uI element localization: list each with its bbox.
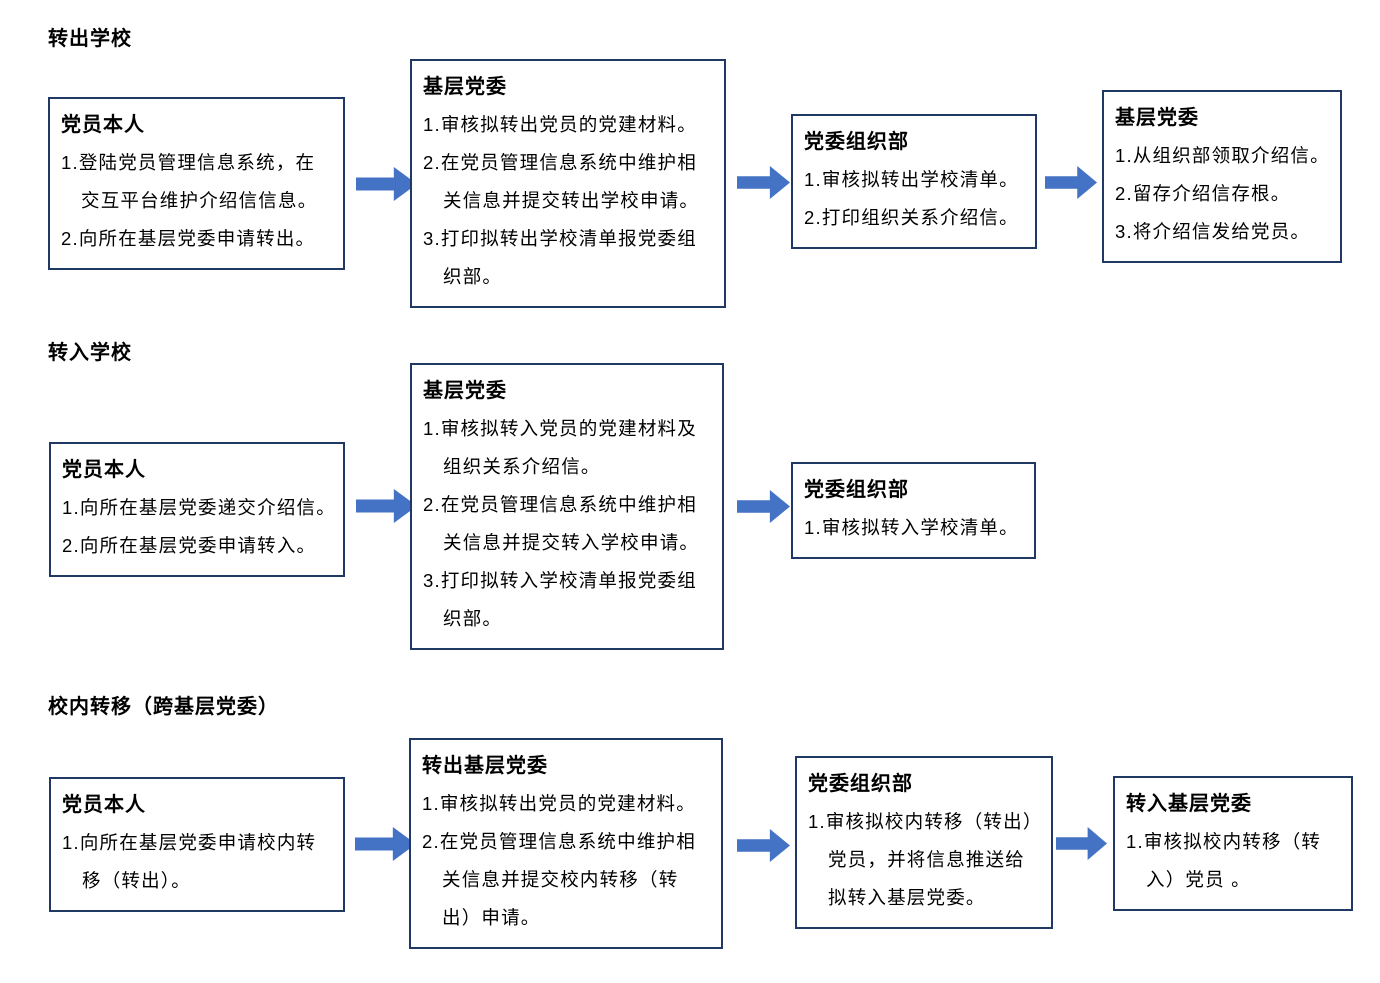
box-heading: 转出基层党委 [422,755,548,777]
box-heading: 党委组织部 [804,131,909,153]
arrow-right-icon [356,167,417,201]
box-item: 1.审核拟转出党员的党建材料。 [423,114,697,135]
box-heading: 转入基层党委 [1126,793,1252,815]
box-item: 1.登陆党员管理信息系统，在 交互平台维护介绍信信息。 [61,152,318,211]
box-heading: 党委组织部 [808,773,913,795]
arrow-right-icon [355,827,416,861]
section-title-internal-transfer: 校内转移（跨基层党委） [48,696,279,718]
box-r3-incoming-grassroots-committee: 转入基层党委 1.审核拟校内转移（转 入）党员 。 [1113,776,1353,911]
box-item: 3.将介绍信发给党员。 [1115,221,1311,242]
arrow-right-icon [737,490,790,523]
arrow-right-icon [356,489,417,523]
arrow-right-icon [1045,166,1097,199]
box-r3-party-member: 党员本人 1.向所在基层党委申请校内转 移（转出）。 [49,777,345,912]
section-title-transfer-out: 转出学校 [48,28,132,50]
box-item: 1.向所在基层党委递交介绍信。 [62,497,336,518]
box-r3-outgoing-grassroots-committee: 转出基层党委 1.审核拟转出党员的党建材料。 2.在党员管理信息系统中维护相 关… [409,738,723,949]
box-r2-party-member: 党员本人 1.向所在基层党委递交介绍信。 2.向所在基层党委申请转入。 [49,442,345,577]
box-item: 2.留存介绍信存根。 [1115,183,1291,204]
box-item: 3.打印拟转入学校清单报党委组 织部。 [423,570,697,629]
arrow-right-icon [1056,827,1107,860]
box-r2-org-department: 党委组织部 1.审核拟转入学校清单。 [791,462,1036,559]
box-item: 2.在党员管理信息系统中维护相 关信息并提交校内转移（转 出）申请。 [422,831,696,928]
box-heading: 党员本人 [61,114,145,136]
box-item: 2.向所在基层党委申请转出。 [61,228,316,249]
box-item: 1.审核拟转出党员的党建材料。 [422,793,696,814]
box-heading: 党员本人 [62,794,146,816]
box-heading: 党委组织部 [804,479,909,501]
box-item: 1.审核拟转出学校清单。 [804,169,1019,190]
box-item: 2.在党员管理信息系统中维护相 关信息并提交转入学校申请。 [423,494,700,553]
arrow-right-icon [737,829,790,862]
box-item: 3.打印拟转出学校清单报党委组 织部。 [423,228,697,287]
box-heading: 党员本人 [62,459,146,481]
box-r1-party-member: 党员本人 1.登陆党员管理信息系统，在 交互平台维护介绍信信息。 2.向所在基层… [48,97,345,270]
box-item: 1.审核拟转入学校清单。 [804,517,1019,538]
box-heading: 基层党委 [423,76,507,98]
box-item: 1.审核拟转入党员的党建材料及 组织关系介绍信。 [423,418,697,477]
box-item: 1.从组织部领取介绍信。 [1115,145,1330,166]
box-r1-grassroots-committee: 基层党委 1.审核拟转出党员的党建材料。 2.在党员管理信息系统中维护相 关信息… [410,59,726,308]
box-r1-grassroots-committee-issue: 基层党委 1.从组织部领取介绍信。 2.留存介绍信存根。 3.将介绍信发给党员。 [1102,90,1342,263]
arrow-right-icon [737,166,790,199]
box-r3-org-department: 党委组织部 1.审核拟校内转移（转出） 党员，并将信息推送给 拟转入基层党委。 [795,756,1053,929]
box-item: 1.审核拟校内转移（转 入）党员 。 [1126,831,1322,890]
box-heading: 基层党委 [423,380,507,402]
box-item: 2.打印组织关系介绍信。 [804,207,1019,228]
box-item: 2.在党员管理信息系统中维护相 关信息并提交转出学校申请。 [423,152,700,211]
box-heading: 基层党委 [1115,107,1199,129]
box-item: 1.向所在基层党委申请校内转 移（转出）。 [62,832,317,891]
section-title-transfer-in: 转入学校 [48,342,132,364]
box-item: 1.审核拟校内转移（转出） 党员，并将信息推送给 拟转入基层党委。 [808,811,1043,908]
box-r1-org-department: 党委组织部 1.审核拟转出学校清单。 2.打印组织关系介绍信。 [791,114,1037,249]
box-item: 2.向所在基层党委申请转入。 [62,535,317,556]
box-r2-grassroots-committee: 基层党委 1.审核拟转入党员的党建材料及 组织关系介绍信。 2.在党员管理信息系… [410,363,724,650]
